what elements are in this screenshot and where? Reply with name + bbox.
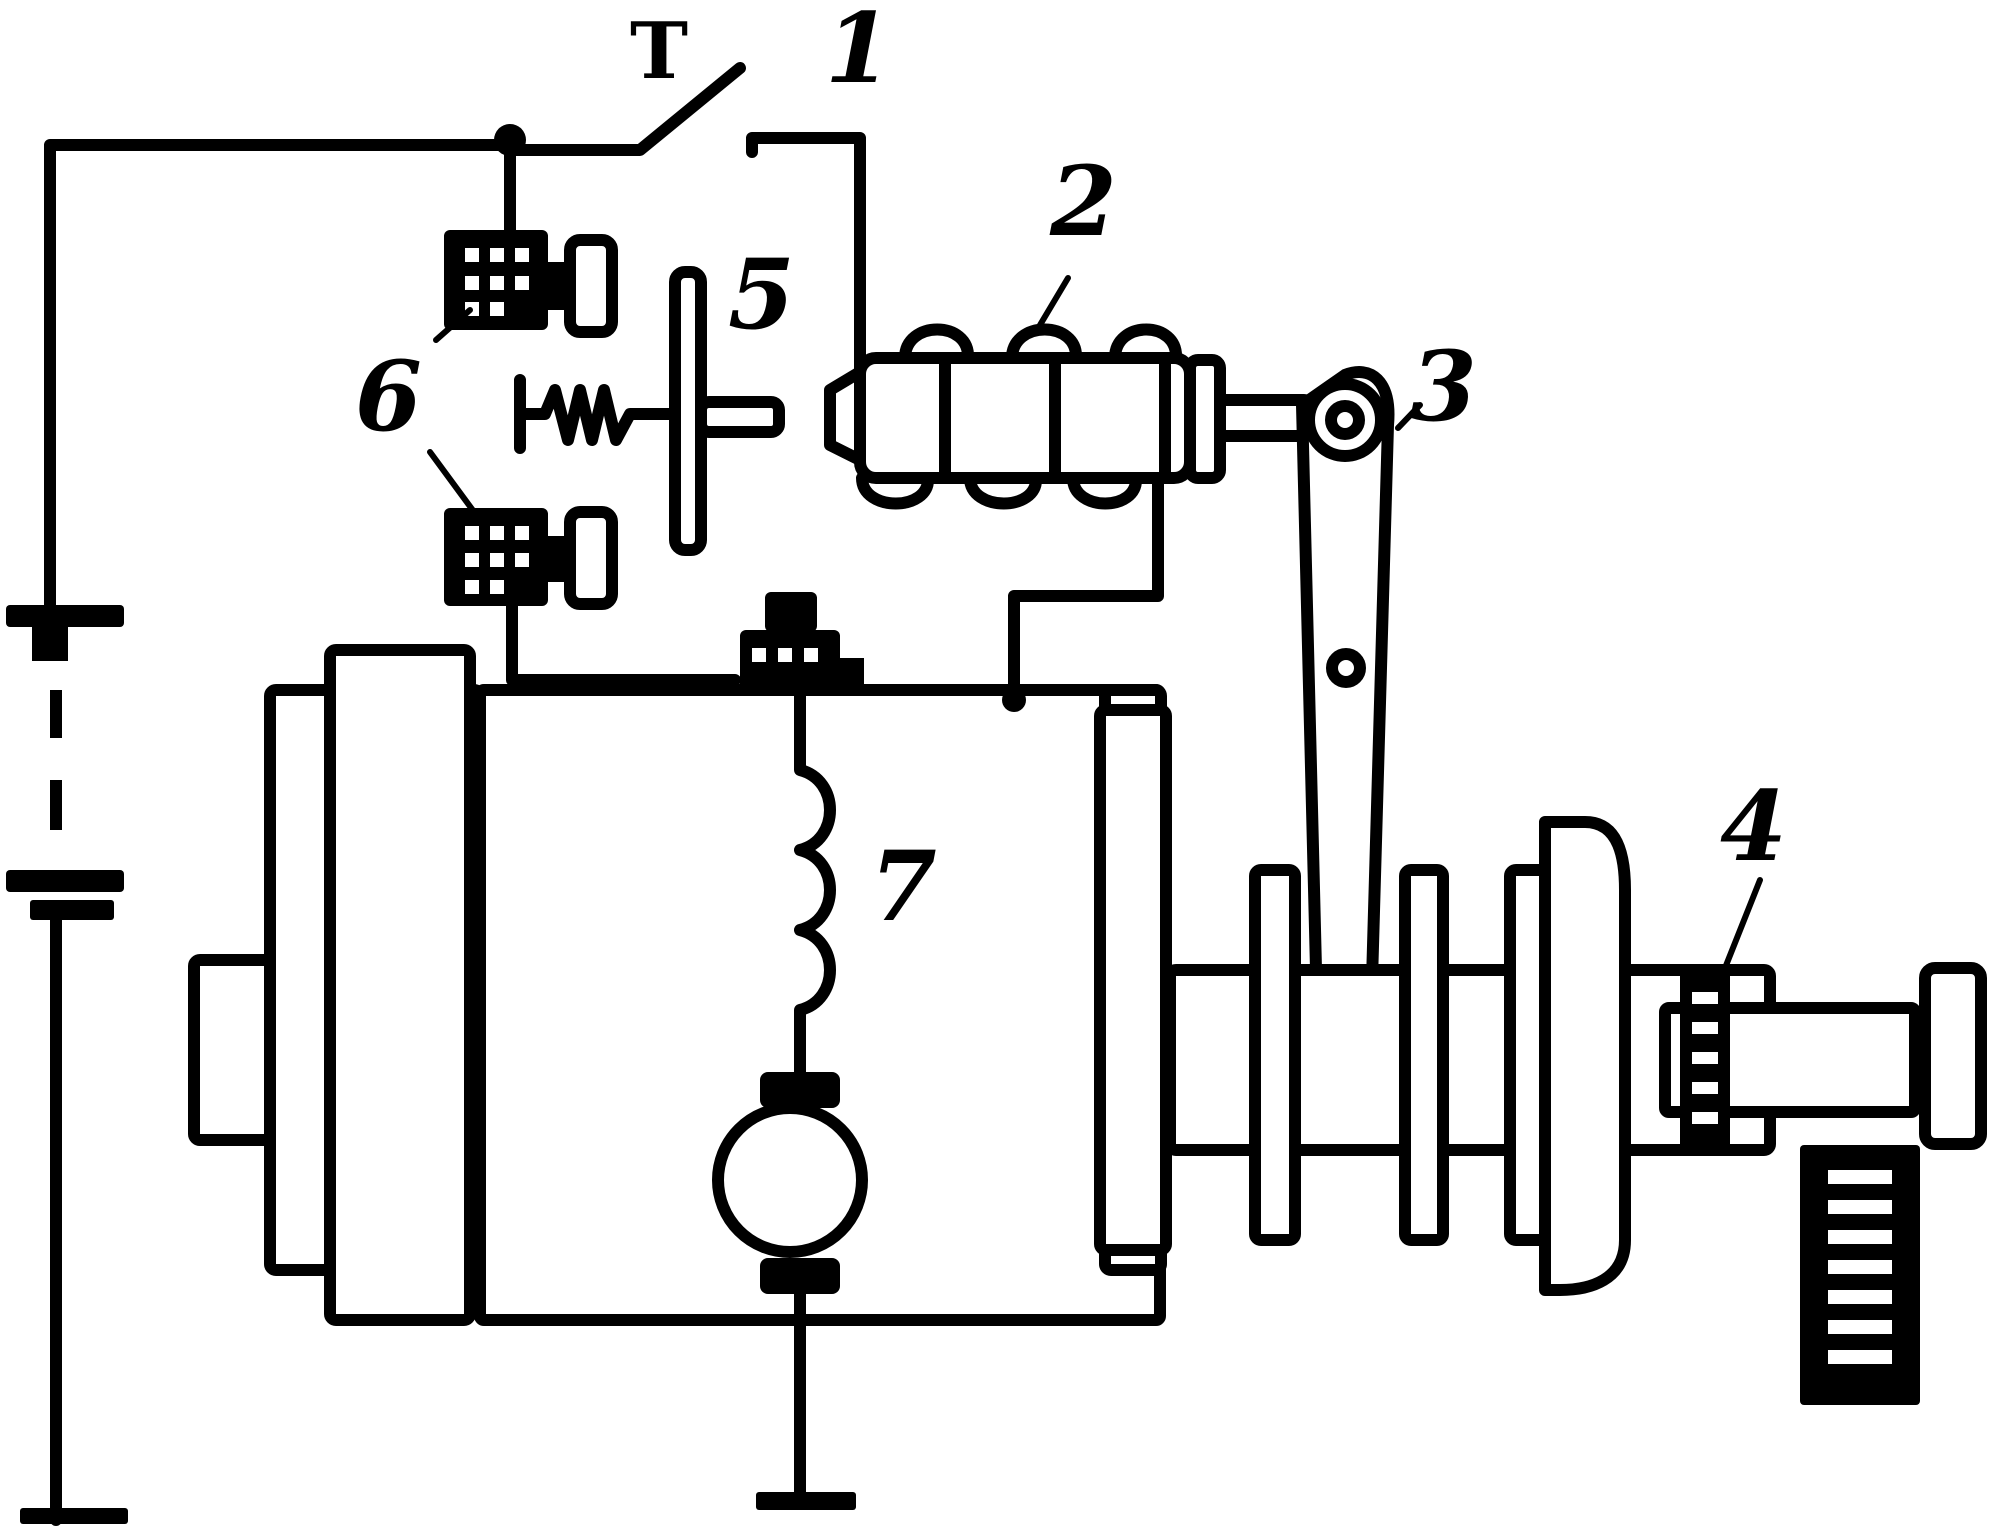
label-4: 4 xyxy=(1720,770,1787,883)
flywheel-ring-gear xyxy=(1800,1145,1920,1405)
label-2: 2 xyxy=(1049,145,1117,258)
label-3: 3 xyxy=(1410,330,1477,443)
contact-plate xyxy=(514,266,785,556)
drive-shaft xyxy=(1164,816,1776,1296)
label-1: 1 xyxy=(825,0,892,105)
upper-contact xyxy=(444,230,618,338)
feed-wire xyxy=(746,132,866,378)
motor-housing xyxy=(188,644,1172,1326)
field-winding xyxy=(794,690,836,1086)
label-7: 7 xyxy=(870,830,937,943)
leader-lines xyxy=(427,275,1763,971)
solenoid xyxy=(824,323,1316,696)
label-6: 6 xyxy=(355,340,422,453)
label-5: 5 xyxy=(728,238,795,351)
battery xyxy=(6,139,516,1526)
lower-contact xyxy=(444,506,741,686)
start-switch xyxy=(494,62,746,246)
terminal-block xyxy=(740,592,1026,712)
label-switch-t: T xyxy=(630,6,688,97)
armature xyxy=(712,1072,868,1510)
pinion-gear xyxy=(1659,962,1987,1155)
